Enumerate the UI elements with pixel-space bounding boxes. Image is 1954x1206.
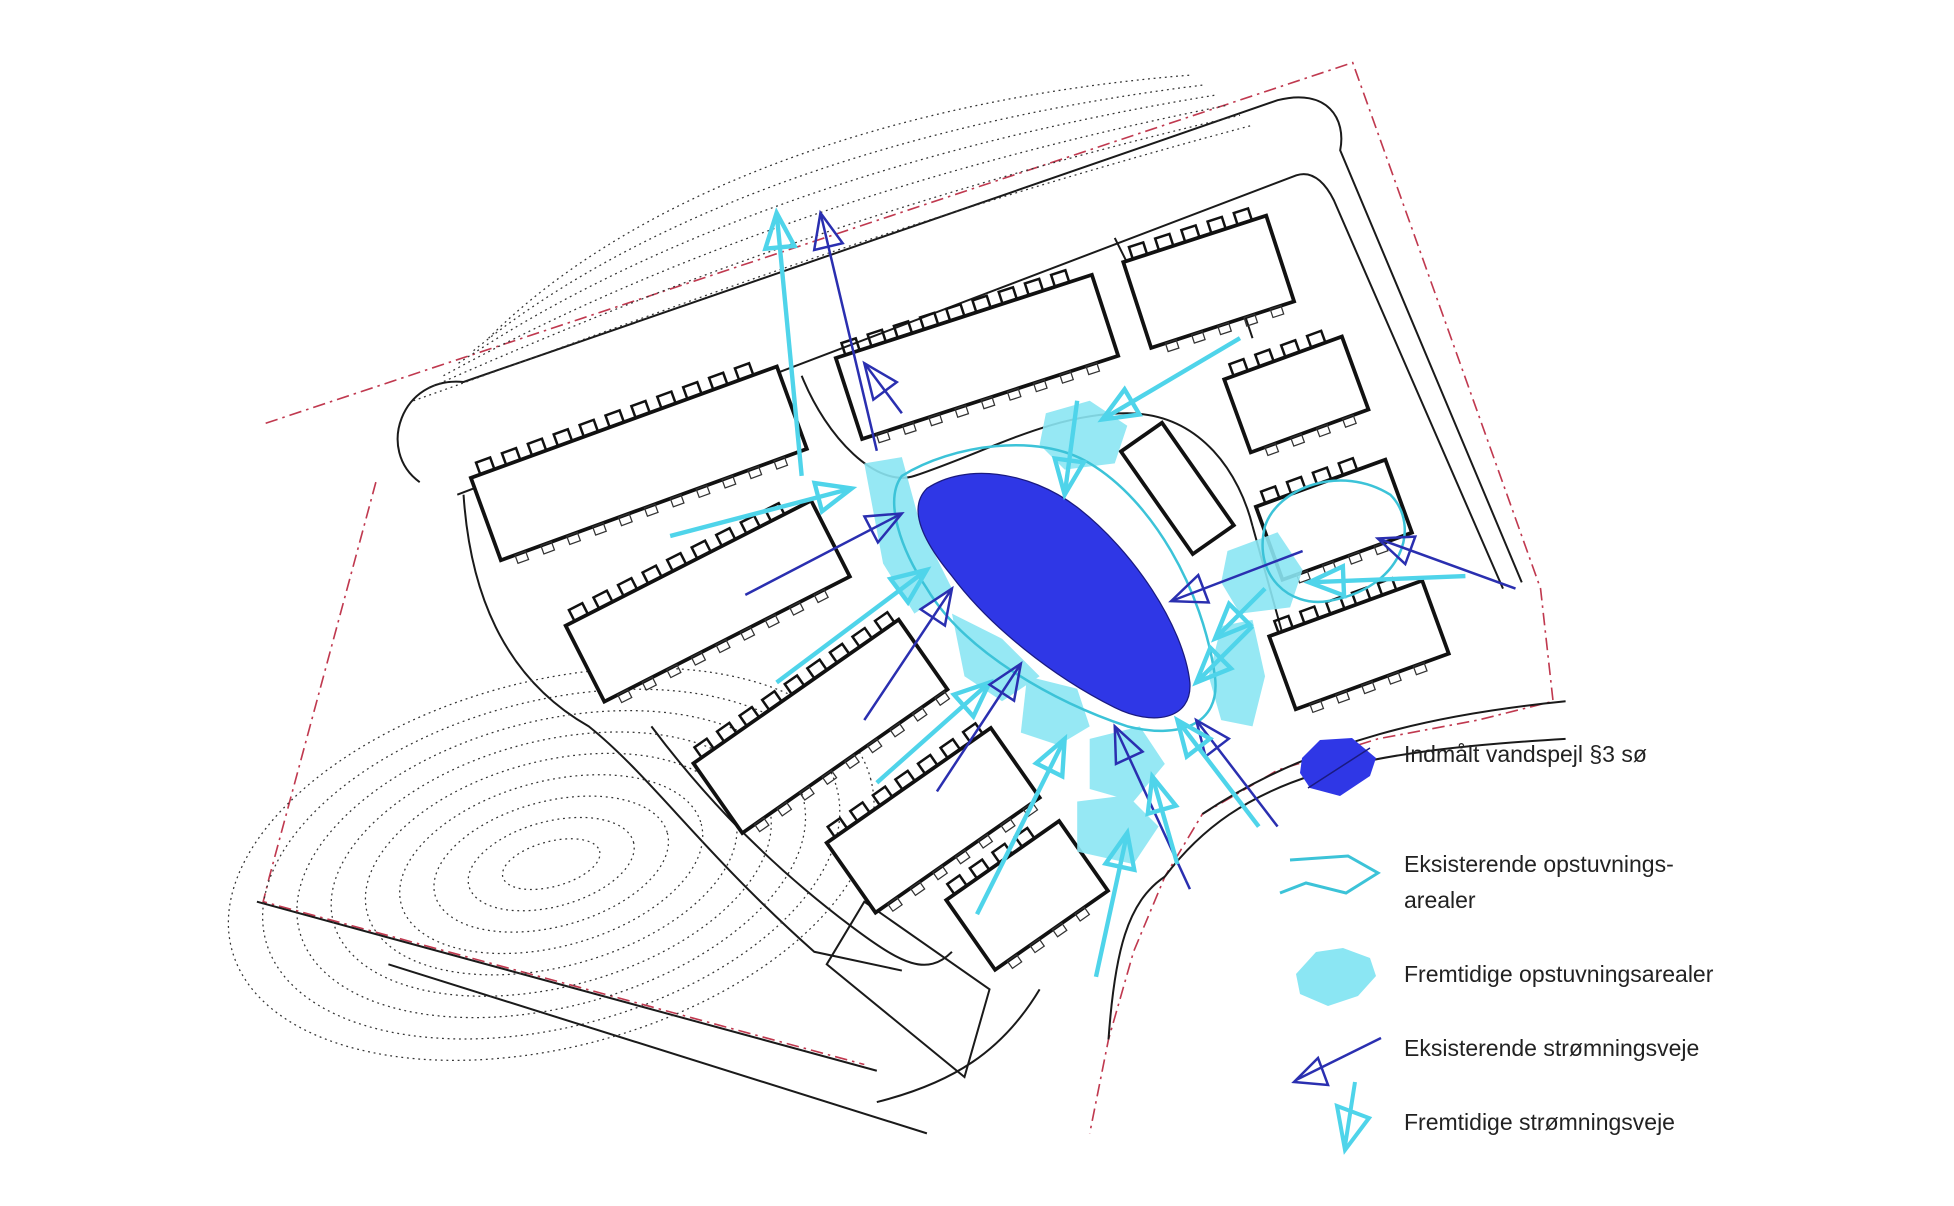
contour-line <box>428 114 1241 389</box>
existing-flow-arrow-icon <box>1291 1036 1382 1087</box>
legend-label-existing-area: Eksisterende opstuvnings- <box>1404 851 1674 877</box>
existing-flow-arrow <box>1374 535 1516 590</box>
future-flow-arrow <box>1303 562 1466 599</box>
legend-label-pond: Indmålt vandspejl §3 sø <box>1404 741 1647 767</box>
contour-line <box>488 74 1190 339</box>
legend-label-existing-flow: Eksisterende strømningsveje <box>1404 1035 1700 1061</box>
contour-line <box>262 688 841 1040</box>
building <box>1266 576 1452 714</box>
flow-arrows <box>669 207 1516 978</box>
future-flow-arrow <box>775 566 932 685</box>
future-flow-arrow <box>975 733 1068 916</box>
building <box>1120 206 1297 353</box>
existing-retention-outline-east <box>1261 479 1406 604</box>
contour-line <box>458 94 1216 364</box>
contour-line <box>433 795 670 933</box>
legend-label-existing-area-cont: arealer <box>1404 887 1476 913</box>
existing-retention-outline <box>893 443 1217 733</box>
contour-line <box>399 774 704 955</box>
future-flow-arrow <box>1210 587 1267 643</box>
building <box>833 268 1121 444</box>
contour-line <box>467 816 635 912</box>
building <box>690 610 951 836</box>
building <box>1221 329 1371 457</box>
property-boundary <box>265 61 1554 1134</box>
outline-polygon-icon <box>1279 854 1381 895</box>
future-flow-arrow <box>875 678 994 785</box>
existing-flow-arrow <box>863 585 954 721</box>
pond-polygon-icon <box>1300 738 1376 796</box>
building <box>824 721 1043 916</box>
building <box>563 498 853 705</box>
legend-label-future-area: Fremtidige opstuvningsarealer <box>1404 961 1714 987</box>
future-flow-arrow <box>669 480 858 539</box>
existing-flow-arrow <box>744 511 905 596</box>
building <box>1118 420 1237 557</box>
future-flow-arrow-icon <box>1334 1081 1373 1155</box>
contour-line <box>501 838 601 891</box>
buildings <box>468 206 1452 973</box>
future-flow-arrow <box>1093 827 1137 978</box>
filled-polygon-icon <box>1296 948 1376 1006</box>
future-flow-arrow <box>1051 400 1088 501</box>
future-flow-arrow <box>762 207 804 477</box>
future-flow-arrow <box>1173 715 1261 828</box>
pond <box>917 472 1191 719</box>
future-flow-arrow <box>1145 771 1180 865</box>
existing-flow-arrow <box>862 360 903 415</box>
contour-line <box>413 124 1253 402</box>
existing-flow-arrow <box>812 209 879 452</box>
contour-line <box>473 84 1203 352</box>
legend-label-future-flow: Fremtidige strømningsveje <box>1404 1109 1675 1135</box>
building <box>468 361 810 565</box>
future-flow-arrow <box>1192 624 1255 687</box>
property-boundary-west <box>262 481 865 1066</box>
existing-flow-arrow <box>935 661 1023 793</box>
future-flow-arrow <box>1097 336 1242 423</box>
existing-flow-arrow <box>1168 549 1304 604</box>
contour-line <box>227 667 875 1061</box>
